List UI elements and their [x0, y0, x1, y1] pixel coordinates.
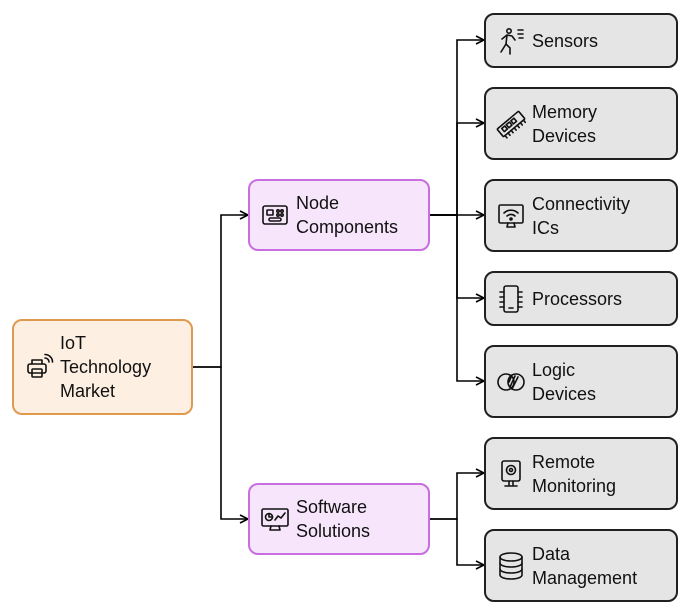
leaf-remote-monitoring: Remote Monitoring [484, 437, 678, 510]
leaf-sensors: Sensors [484, 13, 678, 68]
branch-label: Node Components [296, 193, 399, 237]
chip-icon [496, 284, 526, 314]
leaf-label: Connectivity ICs [532, 193, 631, 238]
leaf-memory-devices: Memory Devices [484, 87, 678, 160]
camera-kiosk-icon [496, 459, 526, 489]
connector-software-remote [429, 473, 484, 520]
leaf-label: Sensors [532, 30, 599, 51]
connector-root-node-components [192, 215, 248, 368]
wifi-monitor-icon [496, 201, 526, 231]
branch-software-solutions: Software Solutions [248, 483, 430, 555]
memory-module-icon [496, 109, 526, 139]
printer-icon [24, 352, 54, 382]
database-icon [496, 551, 526, 581]
leaf-label: Data Management [532, 543, 638, 588]
motion-sensor-icon [496, 26, 526, 56]
leaf-label: Memory Devices [532, 101, 598, 146]
leaf-label: Processors [532, 288, 623, 309]
leaf-data-management: Data Management [484, 529, 678, 602]
overlapping-circles-icon [496, 367, 526, 397]
branch-node-components: Node Components [248, 179, 430, 251]
leaf-processors: Processors [484, 271, 678, 326]
connector-root-software-solutions [192, 366, 248, 519]
root-label: IoT Technology Market [60, 333, 152, 401]
leaf-connectivity-ics: Connectivity ICs [484, 179, 678, 252]
root-node-iot-technology-market: IoT Technology Market [12, 319, 193, 415]
branch-label: Software Solutions [296, 497, 371, 541]
circuit-board-icon [260, 200, 290, 230]
leaf-label: Logic Devices [532, 359, 597, 404]
leaf-label: Remote Monitoring [532, 451, 617, 496]
connector-node-memory [429, 123, 484, 216]
analytics-monitor-icon [260, 504, 290, 534]
connector-software-data [429, 518, 484, 565]
leaf-logic-devices: Logic Devices [484, 345, 678, 418]
connector-node-logic [429, 214, 484, 381]
